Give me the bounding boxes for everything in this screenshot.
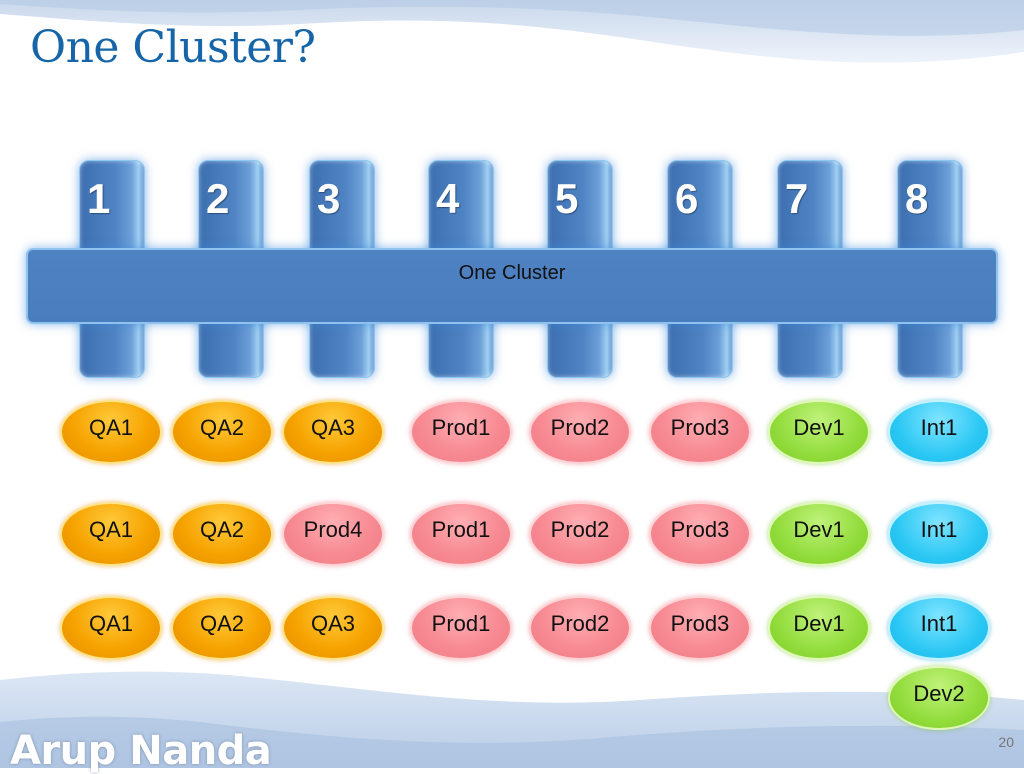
instance-label: Prod3	[670, 517, 730, 542]
instance-prod: Prod4	[282, 502, 384, 566]
instance-prod: Prod2	[529, 596, 631, 660]
slide-title: One Cluster?	[30, 22, 316, 73]
server-number: 3	[317, 175, 341, 222]
instance-int: Int1	[888, 596, 990, 660]
instance-label: QA3	[310, 415, 356, 440]
instance-label: Dev1	[793, 415, 845, 440]
instance-label: QA3	[310, 611, 356, 636]
instance-prod: Prod1	[410, 596, 512, 660]
instance-label: Prod1	[431, 415, 491, 440]
instance-int: Int1	[888, 502, 990, 566]
cluster-bar: One Cluster	[26, 248, 998, 324]
instance-prod: Prod2	[529, 502, 631, 566]
instance-qa: QA1	[60, 502, 162, 566]
instance-label: Int1	[920, 517, 958, 542]
instance-qa: QA3	[282, 400, 384, 464]
instance-label: Prod1	[431, 611, 491, 636]
instance-qa: QA1	[60, 400, 162, 464]
author-name: Arup Nanda	[10, 728, 272, 774]
server-number: 6	[675, 175, 699, 222]
instance-qa: QA2	[171, 596, 273, 660]
instance-label: Dev2	[913, 681, 965, 706]
instance-label: Prod1	[431, 517, 491, 542]
instance-label: Dev1	[793, 611, 845, 636]
instance-label: Prod3	[670, 611, 730, 636]
instance-label: QA2	[199, 517, 245, 542]
instance-label: Prod4	[303, 517, 363, 542]
server-number: 4	[436, 175, 460, 222]
instance-label: Prod2	[550, 517, 610, 542]
instance-prod: Prod3	[649, 400, 751, 464]
instance-dev: Dev1	[768, 502, 870, 566]
instance-int: Int1	[888, 400, 990, 464]
instance-label: Prod3	[670, 415, 730, 440]
instance-dev: Dev1	[768, 596, 870, 660]
instance-prod: Prod1	[410, 400, 512, 464]
server-number: 5	[555, 175, 579, 222]
instance-prod: Prod1	[410, 502, 512, 566]
instance-label: QA1	[88, 517, 134, 542]
instance-qa: QA2	[171, 502, 273, 566]
instance-qa: QA2	[171, 400, 273, 464]
instance-qa: QA3	[282, 596, 384, 660]
instance-label: QA1	[88, 611, 134, 636]
instance-label: QA1	[88, 415, 134, 440]
instance-dev: Dev1	[768, 400, 870, 464]
cluster-label: One Cluster	[458, 262, 566, 284]
instance-label: Prod2	[550, 415, 610, 440]
page-number: 20	[998, 734, 1014, 750]
server-number: 2	[206, 175, 230, 222]
server-number: 1	[87, 175, 111, 222]
server-number: 7	[785, 175, 809, 222]
instance-label: Int1	[920, 415, 958, 440]
instance-label: QA2	[199, 611, 245, 636]
instance-label: QA2	[199, 415, 245, 440]
instance-prod: Prod3	[649, 596, 751, 660]
instance-dev: Dev2	[888, 666, 990, 730]
instance-qa: QA1	[60, 596, 162, 660]
instance-label: Prod2	[550, 611, 610, 636]
instance-label: Int1	[920, 611, 958, 636]
instance-label: Dev1	[793, 517, 845, 542]
instance-prod: Prod2	[529, 400, 631, 464]
server-number: 8	[905, 175, 929, 222]
instance-prod: Prod3	[649, 502, 751, 566]
